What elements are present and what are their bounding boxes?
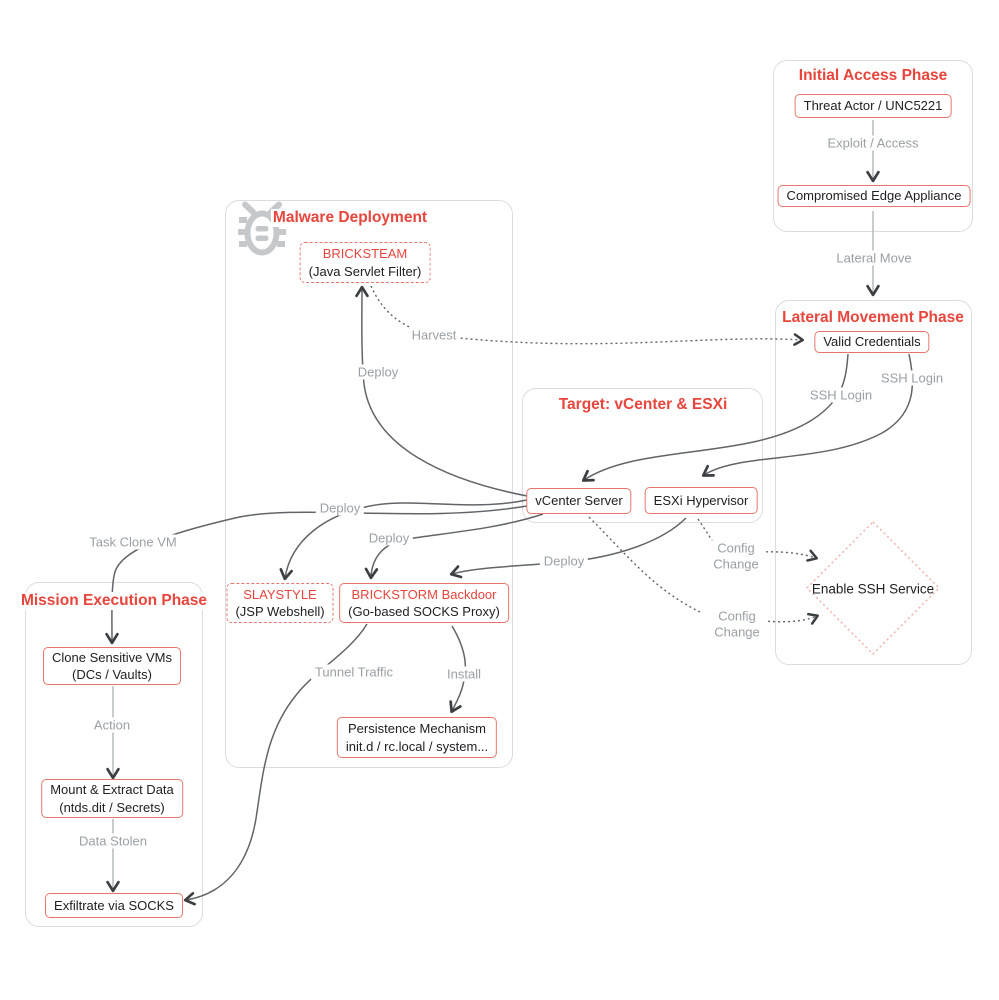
node-clone-subtitle: (DCs / Vaults) — [72, 667, 152, 682]
node-persistence-mechanism: Persistence Mechanism init.d / rc.local … — [336, 717, 498, 758]
edge-label-install: Install — [443, 666, 485, 682]
node-slaystyle-name: SLAYSTYLE — [243, 586, 317, 602]
edge-label-deploy-brickstorm-vcenter: Deploy — [364, 530, 414, 546]
edge-label-ssh-login-vcenter: SSH Login — [805, 387, 877, 403]
edge-config-change-vcenter-a — [588, 516, 703, 614]
title-target-vcenter-esxi: Target: vCenter & ESXi — [556, 396, 730, 414]
edge-label-config-change-vcenter: Config Change — [708, 608, 766, 640]
node-brickstorm-backdoor: BRICKSTORM Backdoor (Go-based SOCKS Prox… — [339, 583, 509, 623]
node-bricksteam-subtitle: (Java Servlet Filter) — [308, 263, 422, 279]
edge-label-ssh-login-esxi: SSH Login — [876, 370, 948, 386]
node-mount-name: Mount & Extract Data — [50, 782, 174, 798]
node-bricksteam-name: BRICKSTEAM — [322, 246, 408, 262]
edge-label-config-change-esxi: Config Change — [707, 540, 765, 572]
title-mission-execution-phase: Mission Execution Phase — [18, 592, 210, 610]
edge-label-tunnel-traffic: Tunnel Traffic — [310, 664, 398, 680]
edge-label-harvest: Harvest — [407, 327, 461, 343]
edge-label-data-stolen: Data Stolen — [75, 833, 151, 849]
title-lateral-movement-phase: Lateral Movement Phase — [780, 309, 966, 327]
group-lateral-movement-phase — [775, 300, 972, 665]
group-malware-deployment — [225, 200, 513, 768]
title-initial-access-phase: Initial Access Phase — [796, 67, 950, 85]
node-slaystyle: SLAYSTYLE (JSP Webshell) — [226, 583, 334, 623]
edge-label-deploy-slaystyle: Deploy — [315, 500, 365, 516]
node-mount-extract-data: Mount & Extract Data (ntds.dit / Secrets… — [41, 779, 183, 818]
node-persistence-subtitle: init.d / rc.local / system... — [345, 738, 489, 754]
edge-label-deploy-brickstorm-esxi: Deploy — [539, 553, 589, 569]
node-slaystyle-subtitle: (JSP Webshell) — [235, 604, 325, 619]
node-exfiltrate-via-socks: Exfiltrate via SOCKS — [45, 893, 183, 918]
title-malware-deployment: Malware Deployment — [270, 209, 430, 227]
node-mount-subtitle: (ntds.dit / Secrets) — [59, 799, 165, 815]
edge-label-deploy-bricksteam: Deploy — [353, 364, 403, 380]
node-enable-ssh-service: Enable SSH Service — [811, 581, 935, 597]
node-compromised-edge-appliance: Compromised Edge Appliance — [777, 185, 971, 207]
edge-label-lateral-move: Lateral Move — [832, 250, 916, 266]
node-persistence-name: Persistence Mechanism — [347, 721, 486, 737]
edge-label-task-clone-vm: Task Clone VM — [85, 534, 181, 550]
node-clone-sensitive-vms: Clone Sensitive VMs (DCs / Vaults) — [43, 647, 181, 685]
node-threat-actor: Threat Actor / UNC5221 — [794, 94, 952, 118]
node-brickstorm-subtitle: (Go-based SOCKS Proxy) — [348, 604, 500, 619]
node-brickstorm-name: BRICKSTORM Backdoor — [351, 586, 497, 602]
edge-label-exploit-access: Exploit / Access — [823, 135, 923, 151]
node-esxi-hypervisor: ESXi Hypervisor — [644, 487, 758, 514]
edge-label-action: Action — [89, 717, 135, 733]
node-valid-credentials: Valid Credentials — [814, 331, 930, 353]
node-bricksteam: BRICKSTEAM (Java Servlet Filter) — [299, 242, 431, 283]
group-mission-execution-phase — [25, 582, 203, 927]
node-clone-name: Clone Sensitive VMs — [52, 649, 172, 665]
node-vcenter-server: vCenter Server — [526, 488, 632, 514]
